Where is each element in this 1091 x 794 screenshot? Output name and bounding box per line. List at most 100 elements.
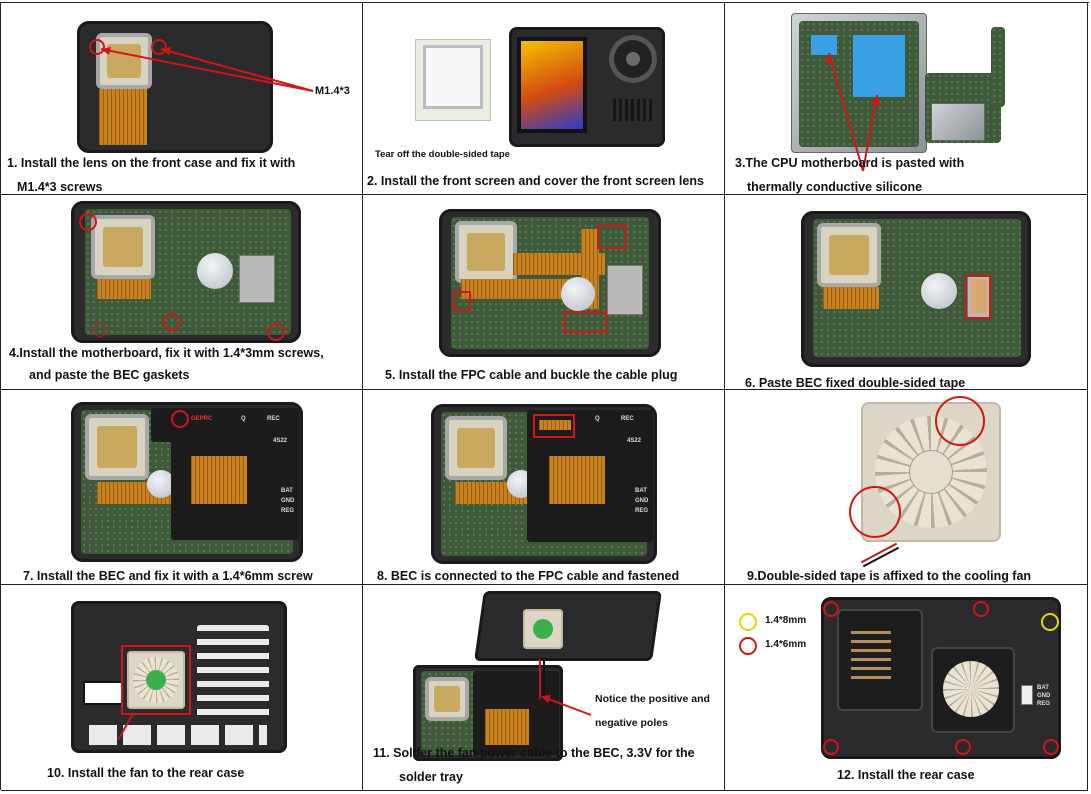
connector-highlight-box	[533, 414, 575, 438]
bec-logo: GEPRC	[191, 416, 213, 422]
front-screen	[517, 37, 587, 133]
screw-circle-1	[89, 39, 105, 55]
fpc-cable-horizontal	[461, 279, 585, 299]
step-2-panel: Tear off the double-sided tape 2. Instal…	[363, 3, 725, 195]
screw-circle-1	[79, 213, 97, 231]
lens-module	[445, 416, 507, 480]
screw-circle	[171, 410, 189, 428]
legend-red-circle	[739, 637, 757, 655]
bec-model-label: 4S22	[627, 438, 642, 444]
tape-circle-2	[849, 486, 901, 538]
lens-fpc-cable	[823, 287, 879, 309]
lens-module	[96, 33, 152, 89]
bec-reg-label: REG	[635, 508, 649, 514]
screw-circle-4	[93, 323, 107, 337]
connector-box-3	[563, 311, 607, 333]
step-6-panel: 6. Paste BEC fixed double-sided tape	[725, 195, 1088, 390]
screw-circle-3	[823, 739, 839, 755]
flex-tail	[991, 27, 1005, 107]
gnd-label: GND	[1037, 693, 1051, 699]
step-3-panel: 3.The CPU motherboard is pasted with the…	[725, 3, 1088, 195]
rear-case-open	[474, 591, 662, 661]
screw-circle-1	[823, 601, 839, 617]
step-7-caption: 7. Install the BEC and fix it with a 1.4…	[23, 569, 313, 583]
lens-module	[91, 215, 155, 279]
screw-circle-5	[1043, 739, 1059, 755]
lens-fpc-cable	[99, 89, 147, 145]
vent-slots-left	[851, 631, 891, 681]
bec-reg-label: REG	[281, 508, 295, 514]
fan-wire-red	[860, 542, 898, 564]
fan-wire-red	[539, 659, 541, 699]
shield-can	[931, 103, 985, 141]
step-4-caption-line-1: 4.Install the motherboard, fix it with 1…	[9, 346, 324, 360]
sd-card-slot	[239, 255, 275, 303]
bec-gnd-label: GND	[635, 498, 649, 504]
bat-label: BAT	[1037, 685, 1049, 691]
step-2-caption: 2. Install the front screen and cover th…	[367, 174, 704, 188]
rear-case-grille	[197, 625, 269, 721]
step-4-caption-line-2: and paste the BEC gaskets	[29, 368, 190, 382]
legend-red-label: 1.4*6mm	[765, 639, 807, 650]
step-1-caption-line-2: M1.4*3 screws	[17, 180, 103, 194]
bat-connector	[1021, 685, 1033, 705]
screw-size-label: M1.4*3	[315, 85, 350, 97]
coin-battery	[147, 470, 175, 498]
lens-module	[425, 677, 469, 721]
bec-bat-label: BAT	[281, 488, 293, 494]
tape-note: Tear off the double-sided tape	[375, 149, 510, 160]
bec-fpc	[191, 456, 247, 504]
screw-circle-2	[163, 313, 181, 331]
fan-label	[533, 619, 553, 639]
step-7-panel: GEPRC Q REC 4S22 BAT GND REG 7. Install …	[1, 390, 363, 585]
fan-hub	[909, 450, 953, 494]
bec-fpc	[485, 709, 529, 745]
legend-yellow-label: 1.4*8mm	[765, 615, 807, 626]
thermal-silicone-large	[853, 35, 905, 97]
coin-battery	[561, 277, 595, 311]
bec-rec-label: REC	[267, 416, 280, 422]
rear-case-window	[83, 681, 123, 705]
step-11-panel: Notice the positive and negative poles 1…	[363, 585, 725, 791]
step-12-caption: 12. Install the rear case	[837, 768, 975, 782]
step-8-caption: 8. BEC is connected to the FPC cable and…	[377, 569, 680, 583]
step-10-panel: 10. Install the fan to the rear case	[1, 585, 363, 791]
fpc-connector	[539, 420, 571, 430]
step-12-panel: 1.4*8mm 1.4*6mm BAT GND REG 12. Install …	[725, 585, 1088, 791]
bec-rec-label: REC	[621, 416, 634, 422]
connector-box-2	[453, 291, 471, 311]
polarity-note-line-1: Notice the positive and	[595, 693, 710, 705]
screen-cover-glass	[423, 45, 483, 109]
front-lens	[609, 35, 657, 83]
thermal-silicone-small	[811, 35, 837, 55]
lens-module	[817, 223, 881, 287]
fan-wire-black	[543, 659, 545, 699]
rear-case-grille-bottom	[89, 725, 267, 745]
lens-module	[455, 221, 517, 283]
fan-highlight-box	[121, 645, 191, 715]
bec-bat-label: BAT	[635, 488, 647, 494]
screw-circle-2	[151, 39, 167, 55]
lens-module	[85, 414, 149, 480]
step-9-caption: 9.Double-sided tape is affixed to the co…	[747, 569, 1032, 583]
polarity-note-line-2: negative poles	[595, 717, 668, 729]
step-6-caption: 6. Paste BEC fixed double-sided tape	[745, 376, 966, 390]
fan-blades	[943, 661, 999, 717]
step-10-caption: 10. Install the fan to the rear case	[47, 766, 245, 780]
step-1-caption-line-1: 1. Install the lens on the front case an…	[7, 156, 296, 170]
reg-label: REG	[1037, 701, 1051, 707]
tape-circle-1	[935, 396, 985, 446]
sd-card-slot	[607, 265, 643, 315]
bec-fpc	[549, 456, 605, 504]
screw-circle-4	[955, 739, 971, 755]
tape-highlight-box	[965, 275, 991, 319]
step-1-panel: M1.4*3 1. Install the lens on the front …	[1, 3, 363, 195]
step-9-panel: 9.Double-sided tape is affixed to the co…	[725, 390, 1088, 585]
step-4-panel: 4.Install the motherboard, fix it with 1…	[1, 195, 363, 390]
lens-fpc-cable	[97, 279, 151, 299]
connector-box-1	[597, 225, 627, 249]
step-5-caption: 5. Install the FPC cable and buckle the …	[385, 368, 678, 382]
screw-circle-yellow	[1041, 613, 1059, 631]
bec-model-label: 4S22	[273, 438, 288, 444]
